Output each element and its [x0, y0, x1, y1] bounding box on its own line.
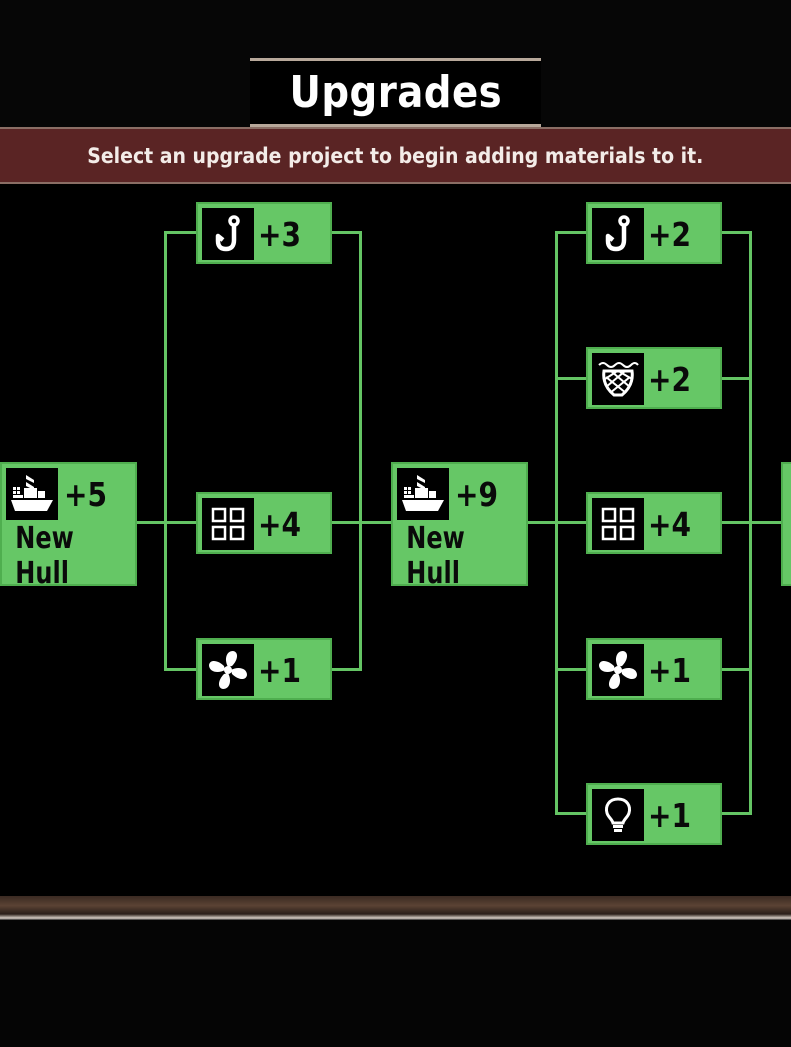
connector [359, 231, 362, 671]
connector [720, 521, 752, 524]
amount: +5 [64, 474, 108, 514]
connector [555, 521, 588, 524]
connector [555, 377, 588, 380]
instruction-banner: Select an upgrade project to begin addin… [0, 127, 791, 184]
hull-upgrade-1[interactable]: +5 New Hull [0, 462, 137, 591]
instruction-text: Select an upgrade project to begin addin… [87, 143, 704, 168]
upgrade-lightbulb-2[interactable]: +1 [586, 783, 722, 845]
upgrade-hook-2[interactable]: +2 [586, 202, 722, 264]
hook-icon [605, 215, 630, 252]
icon-box [202, 208, 254, 260]
net-icon [598, 362, 639, 397]
icon-box [202, 498, 254, 550]
icon-box [592, 498, 644, 550]
connector [164, 521, 198, 524]
hull-upgrade-2[interactable]: +9 New Hull [391, 462, 528, 591]
icon-box [592, 644, 644, 696]
connector [749, 521, 781, 524]
connector [164, 668, 198, 671]
bottom-trim [0, 896, 791, 920]
amount: +2 [648, 214, 692, 254]
ship-icon [402, 475, 444, 511]
grid-icon [211, 507, 245, 541]
connector [526, 521, 558, 524]
icon-box [592, 208, 644, 260]
hook-icon [215, 215, 240, 252]
connector [720, 377, 752, 380]
amount: +3 [258, 214, 302, 254]
hull-label: New Hull [15, 521, 74, 591]
amount: +4 [648, 504, 692, 544]
connector [555, 668, 588, 671]
connector [720, 812, 752, 815]
amount: +4 [258, 504, 302, 544]
icon-box [592, 353, 644, 405]
page-title: Upgrades [289, 67, 502, 118]
connector [330, 668, 362, 671]
next-hull-node-partial[interactable] [781, 462, 791, 586]
lightbulb-icon [605, 797, 631, 832]
connector [164, 231, 167, 671]
connector [330, 521, 362, 524]
connector [164, 231, 198, 234]
propeller-icon [209, 651, 247, 689]
hull-label: New Hull [406, 521, 465, 591]
amount: +1 [648, 650, 692, 690]
upgrade-tree: +5 New Hull +3 +4 [0, 184, 791, 896]
connector [720, 668, 752, 671]
amount: +1 [648, 795, 692, 835]
connector [555, 231, 588, 234]
upgrade-hook-1[interactable]: +3 [196, 202, 332, 264]
connector [137, 521, 167, 524]
connector [720, 231, 752, 234]
title-plate: Upgrades [250, 58, 541, 127]
icon-box [6, 468, 58, 520]
connector [330, 231, 362, 234]
connector [359, 521, 393, 524]
upgrade-propeller-2[interactable]: +1 [586, 638, 722, 700]
connector [555, 812, 588, 815]
upgrade-propeller-1[interactable]: +1 [196, 638, 332, 700]
upgrade-grid-1[interactable]: +4 [196, 492, 332, 554]
upgrade-grid-2[interactable]: +4 [586, 492, 722, 554]
amount: +9 [455, 474, 499, 514]
footer-area [0, 920, 791, 1047]
icon-box [592, 789, 644, 841]
icon-box [397, 468, 449, 520]
propeller-icon [599, 651, 637, 689]
amount: +1 [258, 650, 302, 690]
icon-box [202, 644, 254, 696]
ship-icon [11, 475, 53, 511]
upgrade-net-2[interactable]: +2 [586, 347, 722, 409]
grid-icon [601, 507, 635, 541]
amount: +2 [648, 359, 692, 399]
